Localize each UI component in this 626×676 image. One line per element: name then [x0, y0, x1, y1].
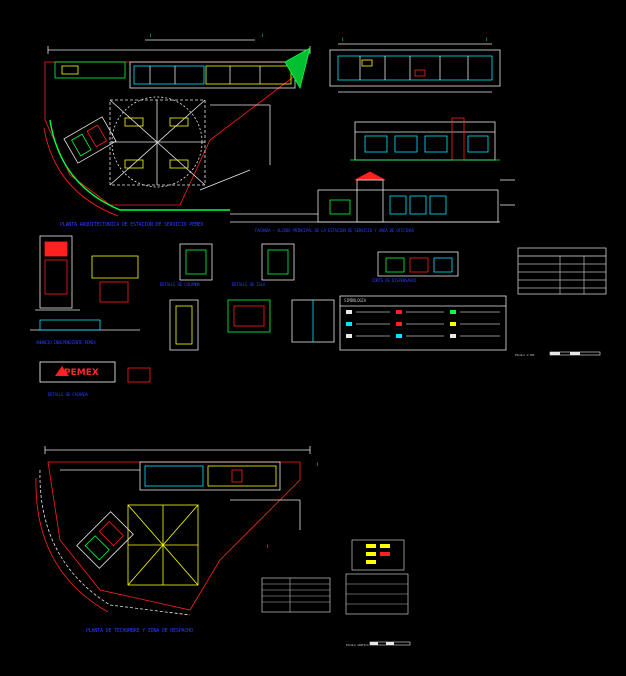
svg-text:Ⅰ: Ⅰ — [267, 544, 268, 550]
caption-dispenser-section: CORTE DE DISPENSARIO — [372, 278, 417, 283]
caption-island-detail: DETALLE DE ISLA — [232, 282, 266, 287]
symbology-legend — [339, 295, 507, 351]
caption-legend-title: SIMBOLOGIA — [344, 298, 367, 303]
svg-text:Ⅰ: Ⅰ — [262, 33, 263, 39]
caption-column-detail: DETALLE DE COLUMNA — [160, 282, 200, 287]
pemex-sign-detail — [30, 235, 140, 331]
bottom-table-left — [261, 577, 331, 613]
pemex-logo-text: PEMEX — [64, 368, 99, 378]
caption-plant-roof: PLANTA DE TECHUMBRE Y ZONA DE DESPACHO — [86, 628, 193, 634]
scale-bar-bottom — [369, 641, 411, 646]
dispenser-section — [377, 251, 459, 277]
svg-text:Ⅰ: Ⅰ — [150, 33, 151, 39]
caption-facade-detail: DETALLE DE FACHADA — [48, 392, 88, 397]
caption-pemex-sign: ANUNCIO INDEPENDIENTE PEMEX — [36, 340, 96, 345]
bottom-table-right — [345, 539, 409, 615]
caption-small-scale: ESCALA 1:100 — [515, 353, 535, 357]
office-floor-plan: Ⅰ Ⅰ — [329, 37, 501, 93]
office-section — [350, 117, 500, 161]
caption-elevations: FACHADA — ALZADO PRINCIPAL DE LA ESTACIO… — [255, 228, 414, 233]
pemex-billboard — [39, 361, 151, 383]
svg-text:Ⅰ: Ⅰ — [317, 462, 318, 468]
data-table-right — [517, 247, 607, 295]
front-elevation — [230, 171, 515, 223]
scale-bar-right — [549, 351, 601, 356]
column-details — [169, 243, 335, 351]
caption-bottom-scale: ESCALA GRAFICA — [346, 643, 369, 647]
svg-text:Ⅰ: Ⅰ — [342, 37, 343, 43]
site-plan-bottom: Ⅰ Ⅰ — [35, 446, 318, 616]
caption-plant-arch: PLANTA ARQUITECTONICA DE ESTACION DE SER… — [60, 222, 204, 228]
svg-text:Ⅰ: Ⅰ — [486, 37, 487, 43]
site-plan-top: Ⅰ Ⅰ — [43, 33, 311, 217]
